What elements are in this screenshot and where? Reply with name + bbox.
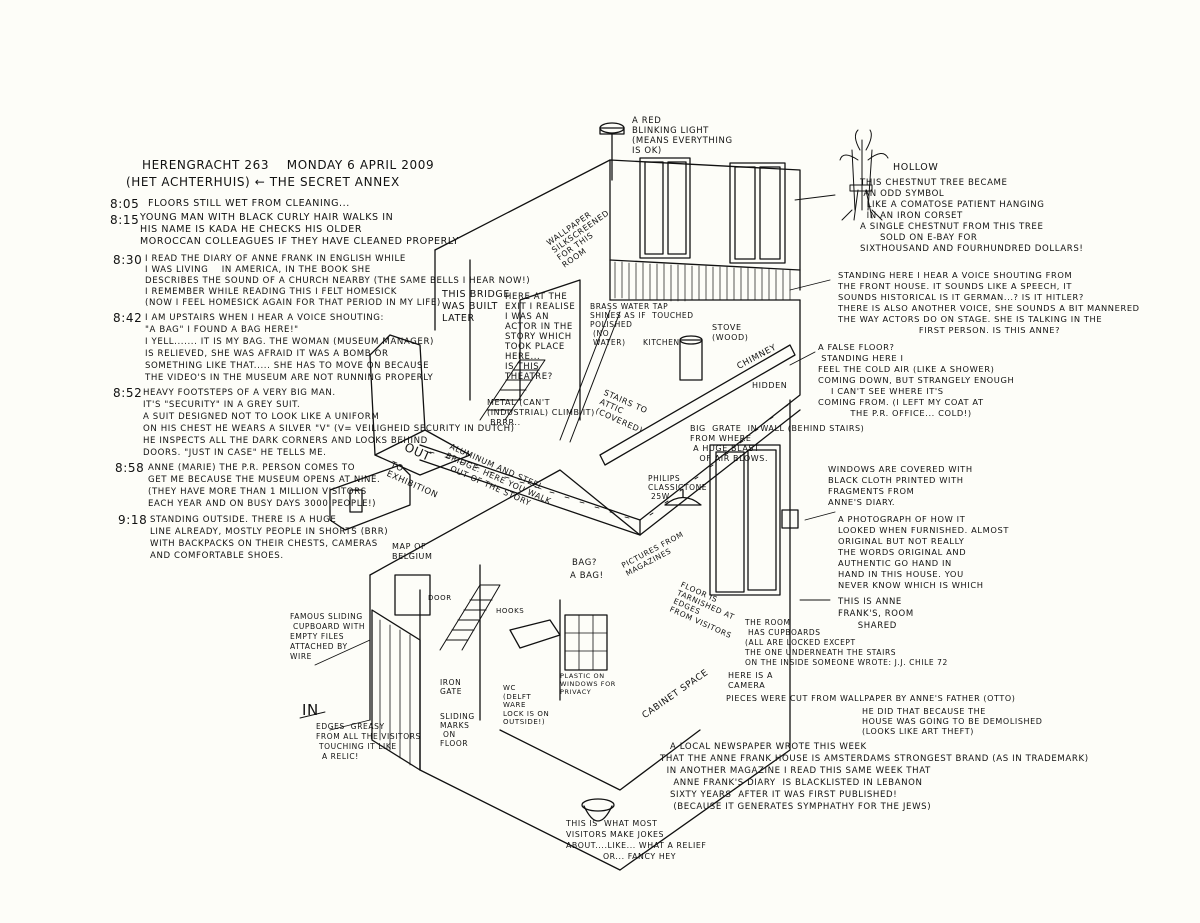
bridge-box [369,334,471,476]
label-annes-room: THIS IS ANNE FRANK'S, ROOM SHARED [838,597,914,631]
label-wallpaper-pieces: PIECES WERE CUT FROM WALLPAPER BY ANNE'S… [726,694,1016,703]
label-voice: STANDING HERE I HEAR A VOICE SHOUTING FR… [838,270,1140,335]
entry-time: 8:52 [113,386,143,400]
label-hooks: HOOKS [496,607,525,615]
entry-text: HEAVY FOOTSTEPS OF A VERY BIG MAN. IT'S … [143,388,515,458]
entry-time: 8:15 [110,213,140,227]
label-plastic-windows: PLASTIC ON WINDOWS FOR PRIVACY [560,672,616,696]
lamp [664,489,702,506]
label-brass-tap: BRASS WATER TAP SHINES AS IF TOUCHED POL… [590,302,694,347]
entry-text: I READ THE DIARY OF ANNE FRANK IN ENGLIS… [145,254,531,308]
chimney-beam [599,344,796,466]
leader-lines [299,194,836,731]
label-hidden: HIDDEN [752,381,788,390]
label-cupboards: THE ROOM HAS CUPBOARDS (ALL ARE LOCKED E… [745,618,948,667]
stove [679,335,703,381]
label-metal: METAL (CAN'T (INDUSTRIAL) CLIMB IT) BRRR… [487,398,595,427]
label-grate: BIG GRATE IN WALL (BEHIND STAIRS) FROM W… [690,424,865,463]
entry-time: 8:05 [110,197,140,211]
label-chestnut: THIS CHESTNUT TREE BECAME AN ODD SYMBOL … [860,178,1084,254]
label-bag-answer: A BAG! [570,571,604,581]
entry-time: 8:58 [115,461,145,475]
sliding-cupboard [371,609,421,771]
lower-floor-walls [369,399,791,871]
wainscot-upper [614,261,791,302]
label-greasy: EDGES GREASY FROM ALL THE VISITORS TOUCH… [316,722,421,761]
chestnut-tree [839,129,889,221]
red-light [599,122,625,181]
exit-sign [329,464,411,531]
map-belgium [394,574,431,616]
label-visitors-jokes: THIS IS WHAT MOST VISITORS MAKE JOKES AB… [566,819,707,861]
label-newspaper: A LOCAL NEWSPAPER WROTE THIS WEEK THAT T… [660,742,1089,812]
label-bag-question: BAG? [572,558,597,568]
label-windows-cloth: WINDOWS ARE COVERED WITH BLACK CLOTH PRI… [828,464,973,507]
entry-text: ANNE (MARIE) THE P.R. PERSON COMES TO GE… [148,463,381,509]
tall-windows-upper [609,157,801,301]
entry-time: 9:18 [118,513,148,527]
entry-text: STANDING OUTSIDE. THERE IS A HUGE LINE A… [150,515,389,561]
label-philips: PHILIPS CLASSICTONE 25W [648,474,708,501]
label-in: IN [302,701,319,719]
label-sliding-marks: SLIDING MARKS ON FLOOR [440,712,475,748]
toilet [581,798,615,822]
entry-text: I AM UPSTAIRS WHEN I HEAR A VOICE SHOUTI… [145,313,434,383]
upper-floor-walls [434,159,801,421]
stairs-upper [479,309,621,443]
label-demolished: HE DID THAT BECAUSE THE HOUSE WAS GOING … [862,707,1043,736]
entry-time: 8:30 [113,253,143,267]
windows-lower [564,444,781,671]
label-wc: WC (DELFT WARE LOCK IS ON OUTSIDE!) [503,684,550,726]
diary-header-line1: HERENGRACHT 263 MONDAY 6 APRIL 2009 [142,158,435,172]
label-false-floor: A FALSE FLOOR? STANDING HERE I FEEL THE … [818,342,1015,418]
label-kitchen: KITCHEN [643,338,680,347]
lower-stairs [439,584,501,651]
entry-text: YOUNG MAN WITH BLACK CURLY HAIR WALKS IN… [140,212,459,247]
label-bridge-later: THIS BRIDGE WAS BUILT LATER [442,289,510,324]
sink [509,619,561,649]
diary-header-line2: (HET ACHTERHUIS) ← THE SECRET ANNEX [126,175,400,189]
label-photograph: A PHOTOGRAPH OF HOW IT LOOKED WHEN FURNI… [838,514,1010,590]
label-red-light: A RED BLINKING LIGHT (MEANS EVERYTHING I… [632,116,733,156]
label-map-belgium: MAP OF BELGIUM [392,542,433,561]
entry-text: FLOORS STILL WET FROM CLEANING... [148,198,350,209]
label-iron-gate: IRON GATE [440,678,463,696]
label-sliding-cupboard: FAMOUS SLIDING CUPBOARD WITH EMPTY FILES… [290,612,366,661]
label-stove: STOVE (WOOD) [712,323,749,342]
label-hollow: HOLLOW [893,162,939,173]
label-door: DOOR [428,594,452,602]
photo-frame [781,509,799,529]
label-camera: HERE IS A CAMERA [728,671,774,690]
label-exit-theatre: HERE AT THE EXIT I REALISE I WAS AN ACTO… [505,292,576,382]
entry-time: 8:42 [113,311,143,325]
